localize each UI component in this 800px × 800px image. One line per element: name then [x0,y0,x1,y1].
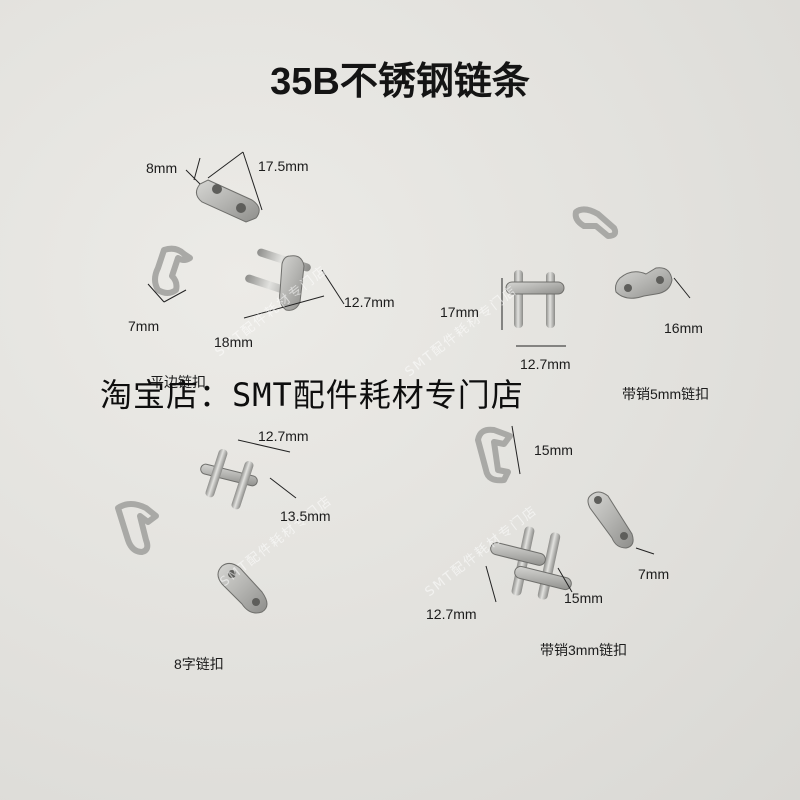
dim-label: 16mm [664,320,703,336]
caption-eight: 8字链扣 [174,656,224,672]
dim-label: 12.7mm [426,606,477,622]
dim-label: 8mm [146,160,178,176]
caption-pin3: 带销3mm链扣 [540,642,628,658]
dim-label: 15mm [534,442,573,458]
pin-link-middle [501,270,566,347]
caption-pin5: 带销5mm链扣 [622,386,710,402]
dim-label: 7mm [128,318,160,334]
pin-link-lower-right [485,526,573,603]
eight-plate [217,562,268,614]
dim-label: 15mm [564,590,603,606]
shop-banner: 淘宝店：SMT配件耗材专门店 [100,376,524,414]
chain-plate-right [615,267,691,299]
dim-label: 18mm [214,334,253,350]
dim-label: 17mm [440,304,479,320]
chain-plate-lower-right [587,491,655,555]
dim-label: 12.7mm [520,356,571,372]
dim-label: 7mm [638,566,670,582]
dim-label: 13.5mm [280,508,331,524]
caption-flat-clip: 平边链扣 [150,374,206,390]
spring-clip-right [475,425,521,484]
spring-clip-lower-left [115,501,159,555]
spring-clip-top-right [572,206,619,239]
dim-label: 12.7mm [344,294,395,310]
page-title: 35B不锈钢链条 [270,61,530,103]
chain-plate-top [185,151,263,223]
spring-clip-top [147,245,193,303]
pin-link-top [243,248,345,319]
dim-label: 12.7mm [258,428,309,444]
dim-label: 17.5mm [258,158,309,174]
pin-link-lower-left [200,439,297,510]
